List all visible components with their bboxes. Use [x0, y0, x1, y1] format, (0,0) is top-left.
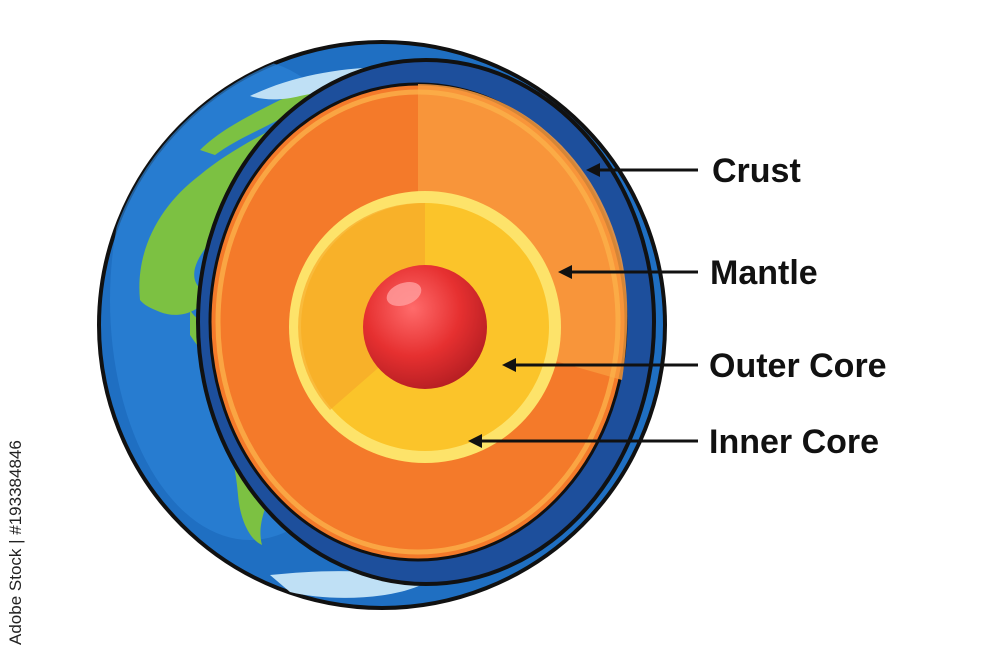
mantle-arrowhead: [558, 265, 572, 279]
inner-core-label: Inner Core: [709, 423, 880, 461]
stock-watermark: Adobe Stock | #193384846: [6, 405, 30, 645]
crust-label: Crust: [712, 152, 801, 190]
cross-section: [196, 58, 656, 586]
leader-lines: [468, 163, 698, 448]
inner-core-layer: [363, 265, 487, 389]
watermark-text: Adobe Stock | #193384846: [6, 440, 25, 645]
outer-core-shade: [298, 202, 425, 410]
mantle-label: Mantle: [710, 254, 818, 292]
crust-arrowhead: [586, 163, 600, 177]
mantle-rim-light: [215, 89, 621, 555]
inner-core-arrowhead: [468, 434, 482, 448]
inner-core-shine: [386, 281, 422, 307]
outer-core-arrowhead: [502, 358, 516, 372]
outer-core-label: Outer Core: [709, 347, 887, 385]
